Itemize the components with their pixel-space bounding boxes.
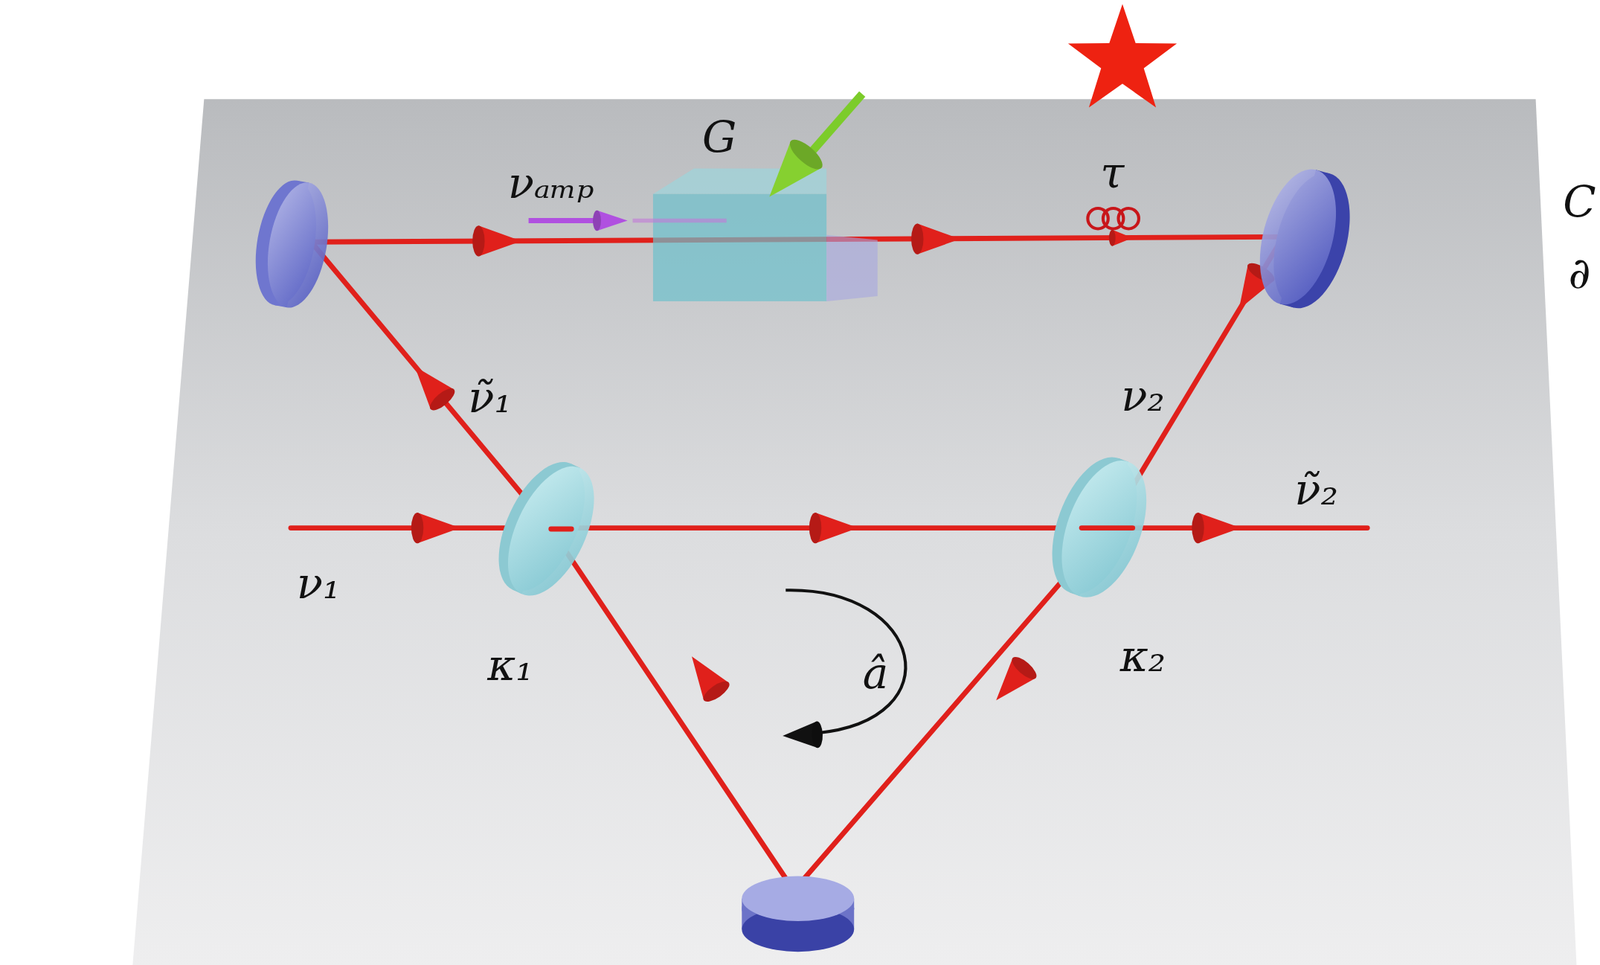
beam-arrowhead <box>417 512 461 544</box>
mirror <box>1246 160 1364 317</box>
amp-noise-arrow-inside <box>633 218 727 223</box>
arrowhead-base <box>1109 229 1116 247</box>
beam-splitter-face <box>1045 449 1164 609</box>
circulation-arrow <box>785 589 906 733</box>
laser-beam <box>551 526 572 532</box>
highlight-star <box>1068 3 1177 108</box>
arrowhead-base <box>472 225 485 256</box>
arrowhead-base <box>809 512 822 544</box>
arrowhead-base <box>785 134 828 175</box>
amp-arrowhead <box>597 210 628 231</box>
arrowhead-base <box>811 720 824 748</box>
laser-beam <box>310 241 551 529</box>
symbol-label: ν̃₂ <box>1294 466 1339 514</box>
symbol-label: νₐₘₚ <box>508 159 595 208</box>
symbol-label: τ <box>1100 149 1124 198</box>
symbol-label: κ₁ <box>487 641 533 690</box>
ground-plane <box>132 98 1577 965</box>
beam-arrowhead <box>815 512 859 544</box>
arrowhead-base <box>911 223 924 255</box>
symbol-label: ν₁ <box>296 560 341 608</box>
beam-arrowhead <box>478 225 522 256</box>
beam-splitter-face <box>490 452 612 609</box>
symbol-label: â <box>862 650 889 698</box>
symbol-label: ν₂ <box>1120 372 1165 421</box>
gain-crystal <box>653 194 827 302</box>
beam-arrowhead <box>1198 512 1242 544</box>
mirror-face <box>1246 160 1350 313</box>
laser-beam <box>551 528 794 891</box>
pump-arrow <box>806 93 863 158</box>
arrowhead-base <box>592 210 602 231</box>
beam-arrowhead <box>917 223 961 255</box>
mirror-face <box>258 177 337 313</box>
mirror-bottom <box>741 876 854 953</box>
arrowhead-base <box>1008 653 1040 683</box>
amp-noise-arrow <box>528 217 603 224</box>
symbol-label: ν̃₁ <box>467 374 512 422</box>
symbol-label: C <box>1562 178 1596 227</box>
arrowhead-base <box>699 677 732 706</box>
symbol-label: κ₂ <box>1120 633 1166 681</box>
symbol-label: ∂ <box>1568 249 1592 298</box>
laser-beam <box>1081 525 1133 531</box>
symbol-label: G <box>702 113 737 162</box>
beam-splitter <box>1035 445 1163 609</box>
mirror-face <box>741 876 854 921</box>
arrowhead-base <box>1191 512 1204 544</box>
crystal-shadow <box>826 235 878 302</box>
arrowhead-base <box>411 512 424 544</box>
beam-splitter <box>481 449 613 609</box>
mirror <box>246 175 337 313</box>
arrowhead-base <box>426 384 459 414</box>
delay-coil <box>1118 208 1139 229</box>
